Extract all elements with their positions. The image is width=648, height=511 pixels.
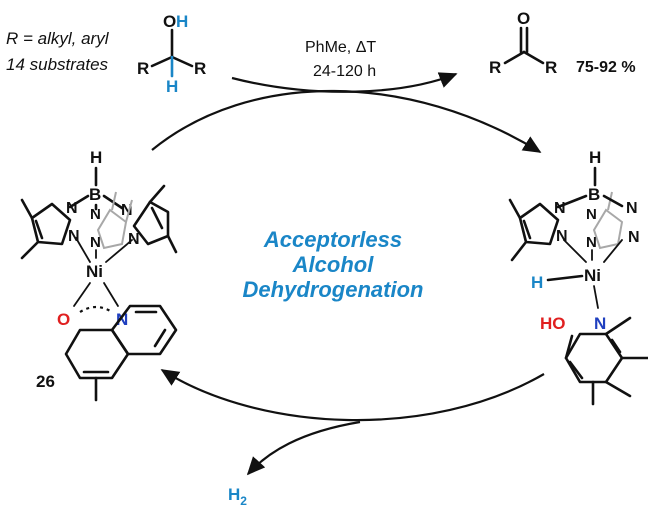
cycle-arrow-top (151, 89, 542, 153)
center-label-line1: Acceptorless (263, 227, 402, 252)
intermediate-hydroxy: HO (540, 314, 566, 333)
intermediate-pyridine-n: N (594, 314, 606, 333)
product-yield: 75-92 % (576, 59, 636, 76)
substrate-scope-line1: R = alkyl, aryl (6, 29, 110, 48)
conditions-solvent: PhMe, ΔT (305, 39, 376, 56)
catalyst-quinoline-n: N (116, 310, 128, 329)
intermediate-n-right-upper: N (626, 200, 638, 217)
alcohol-substrate: O H R R H (137, 12, 206, 96)
center-label-line3: Dehydrogenation (243, 277, 424, 302)
alcohol-r-right: R (194, 59, 206, 78)
ketone-r-left: R (489, 58, 501, 77)
intermediate-n-back-1: N (586, 206, 597, 223)
alcohol-oxygen: O (163, 12, 176, 31)
intermediate-nickel: Ni (584, 266, 601, 285)
catalyst-b-hydride: H (90, 148, 102, 167)
catalyst-oxygen: O (57, 310, 70, 329)
catalyst-n-back-1: N (90, 206, 101, 223)
conditions-time: 24-120 h (313, 63, 376, 80)
catalyst-n-left-upper: N (66, 200, 78, 217)
alcohol-hydroxyl-h: H (176, 12, 188, 31)
intermediate-n-left-upper: N (554, 200, 566, 217)
catalyst-n-left-lower: N (68, 228, 80, 245)
catalyst-n-back-2: N (90, 234, 101, 251)
intermediate-ni-hydride: H (531, 273, 543, 292)
intermediate-b-hydride: H (589, 148, 601, 167)
alcohol-alpha-h: H (166, 77, 178, 96)
cycle-arrow-bottom (160, 369, 545, 422)
alcohol-r-left: R (137, 59, 149, 78)
substrate-scope-line2: 14 substrates (6, 55, 109, 74)
ketone-r-right: R (545, 58, 557, 77)
intermediate-n-right-lower: N (628, 229, 640, 246)
catalyst-boron: B (89, 185, 101, 204)
h2-byproduct: H2 (228, 485, 247, 508)
nickel-hydride-intermediate: H B N N N N N N Ni H HO N (508, 148, 648, 406)
h2-release-arrow (246, 420, 361, 476)
catalyst-nickel: Ni (86, 262, 103, 281)
catalyst-n-right-lower: N (128, 231, 140, 248)
catalyst-compound-number: 26 (36, 372, 55, 391)
intermediate-n-back-2: N (586, 234, 597, 251)
catalyst-n-right-upper: N (121, 202, 133, 219)
intermediate-boron: B (588, 185, 600, 204)
center-label-line2: Alcohol (292, 252, 375, 277)
ketone-oxygen: O (517, 9, 530, 28)
intermediate-n-left-lower: N (556, 228, 568, 245)
ketone-product: O R R (489, 9, 557, 77)
catalyst-26-structure: H B N N N N N N Ni O N (20, 148, 178, 402)
